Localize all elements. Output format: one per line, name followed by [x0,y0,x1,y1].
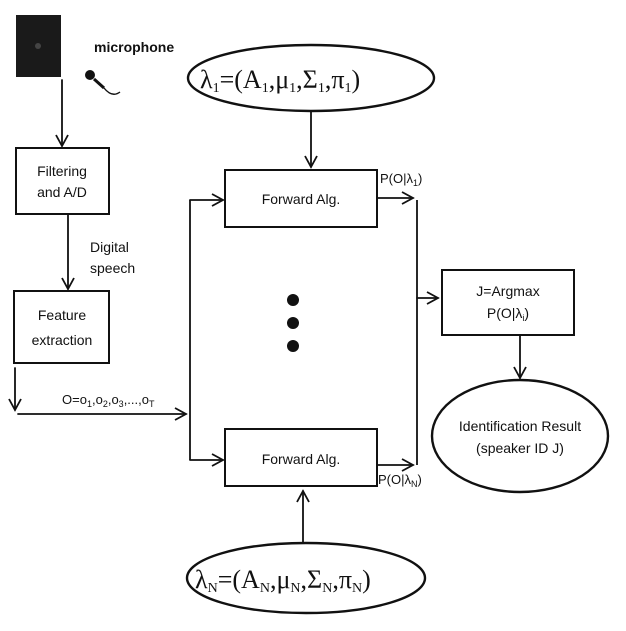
ellipsis-dots [287,294,299,352]
model-top-formula: λ1=(A1,μ1,Σ1,π1) [200,65,360,96]
model-bottom-formula: λN=(AN,μN,ΣN,πN) [195,565,371,596]
obs-o2: ,o [92,392,103,407]
feature-line1: Feature [38,307,86,323]
obs-sub1: 1 [87,399,92,409]
argmax-line1: J=Argmax [476,283,539,299]
filtering-line1: Filtering [37,163,87,179]
forward-top-label: Forward Alg. [262,191,341,207]
observation-prefix: O= [62,392,80,407]
digital-speech-line2: speech [90,260,135,276]
microphone-icon [85,70,121,95]
obs-subT: T [149,399,155,409]
result-ellipse: Identification Result (speaker ID J) [430,378,610,494]
digital-speech-line1: Digital [90,239,129,255]
prob-bottom-label: P(O|λN) [378,472,422,489]
result-line2: (speaker ID J) [476,440,564,456]
forward-alg-bottom-box: Forward Alg. [224,428,378,487]
forward-alg-top-box: Forward Alg. [224,169,378,228]
microphone-label: microphone [94,39,174,55]
model-ellipse-top: λ1=(A1,μ1,Σ1,π1) [186,43,436,113]
microphone-block: microphone [16,15,174,95]
observation-sequence: O=o1,o2,o3,...,oT [62,392,155,409]
prob-top-label: P(O|λ1) [380,171,422,188]
forward-bottom-label: Forward Alg. [262,451,341,467]
result-line1: Identification Result [459,418,581,434]
obs-sub2: 2 [103,399,108,409]
feature-line2: extraction [32,332,93,348]
filtering-box: Filtering and A/D [15,147,110,215]
obs-oT: ,...,o [124,392,149,407]
obs-o1: o [80,392,87,407]
argmax-line2: P(O|λi) [487,305,529,323]
model-ellipse-bottom: λN=(AN,μN,ΣN,πN) [185,541,427,615]
obs-sub3: 3 [119,399,124,409]
obs-o3: ,o [108,392,119,407]
argmax-box: J=Argmax P(O|λi) [441,269,575,336]
microphone-image-dot [35,43,41,49]
filtering-line2: and A/D [37,184,87,200]
feature-extraction-box: Feature extraction [13,290,110,364]
